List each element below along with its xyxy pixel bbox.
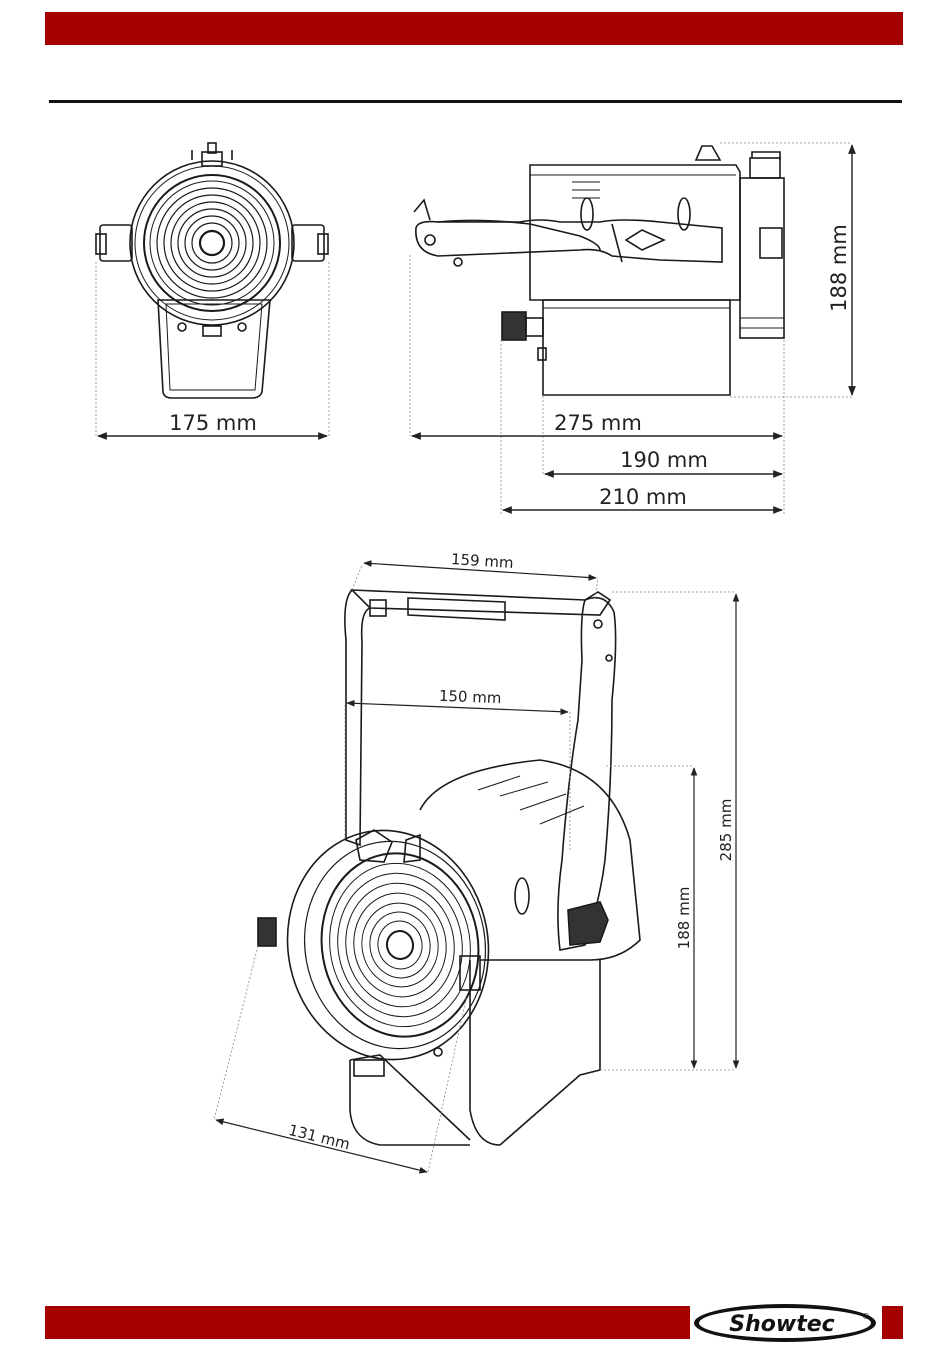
perspective-view bbox=[214, 565, 736, 1172]
logo-text: Showtec bbox=[729, 1312, 834, 1337]
front-view bbox=[96, 143, 329, 436]
footer-bar-end bbox=[882, 1306, 903, 1339]
lens-diameter-label: 131 mm bbox=[287, 1121, 352, 1154]
yoke-inner-label: 150 mm bbox=[439, 687, 502, 707]
logo-registered-mark: ® bbox=[862, 1312, 870, 1321]
body-height-label: 188 mm bbox=[675, 887, 693, 950]
side-knob-length-label: 210 mm bbox=[599, 485, 687, 509]
footer-bar bbox=[45, 1306, 690, 1339]
front-width-label: 175 mm bbox=[169, 411, 257, 435]
side-body-length-label: 190 mm bbox=[620, 448, 708, 472]
side-overall-length-label: 275 mm bbox=[554, 411, 642, 435]
showtec-logo: Showtec ® bbox=[692, 1302, 878, 1344]
side-height-label: 188 mm bbox=[827, 224, 851, 312]
total-height-label: 285 mm bbox=[717, 799, 735, 862]
